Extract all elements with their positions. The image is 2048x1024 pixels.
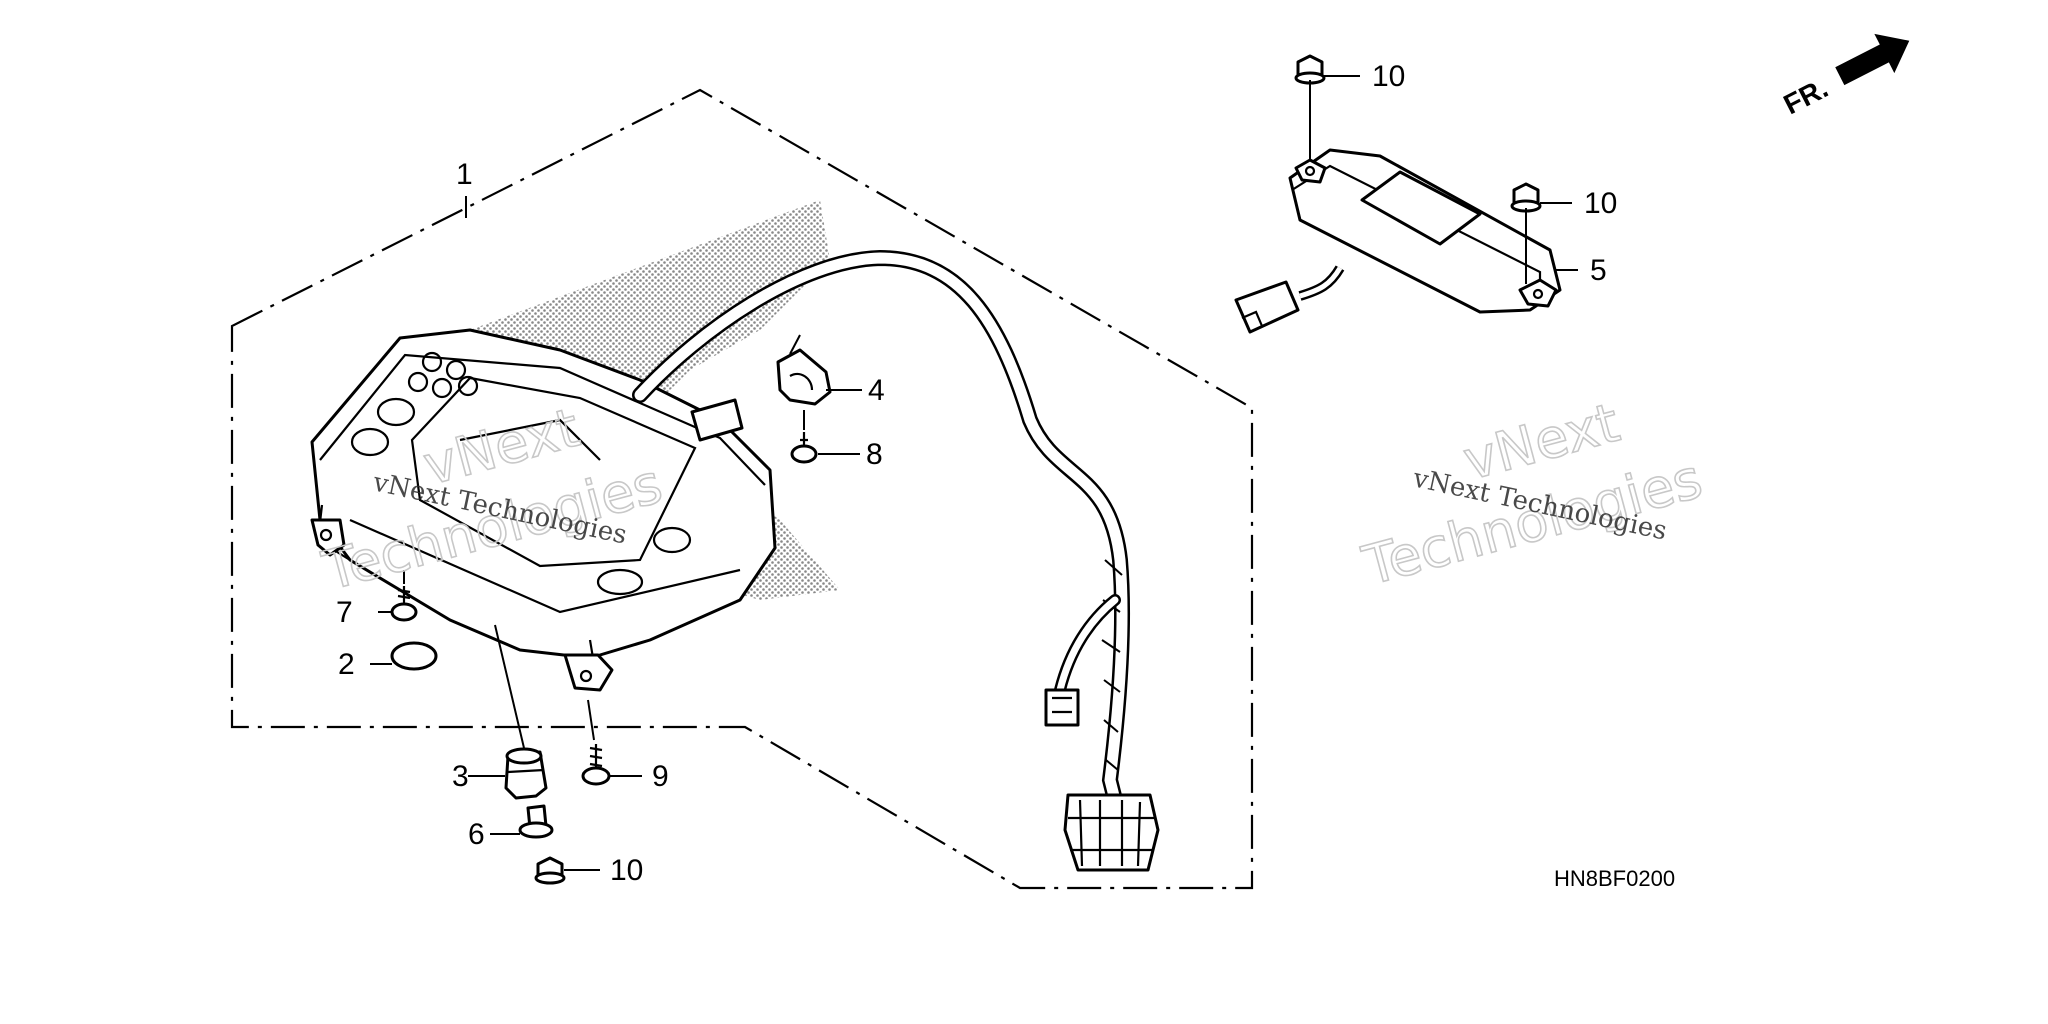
clamp[interactable]: [776, 348, 832, 406]
callout-7: 7: [336, 596, 353, 629]
watermark-right: Technologies vNext vNext Technologies: [1355, 390, 1709, 599]
control-unit[interactable]: [1234, 148, 1562, 334]
meter-assembly[interactable]: [310, 328, 777, 692]
callout-8: 8: [866, 438, 883, 471]
watermark-left: Technologies vNext vNext Technologies: [315, 395, 669, 604]
meter-display-window: [410, 376, 697, 568]
leader-lines: [370, 75, 1578, 871]
assembly-phantom-outline: [230, 88, 1254, 890]
front-arrow-icon: [1835, 33, 1910, 86]
callout-2: 2: [338, 648, 355, 681]
tapping-screw[interactable]: [581, 744, 611, 786]
callout-1: 1: [456, 158, 473, 191]
callout-4: 4: [868, 374, 885, 407]
flange-nut-right[interactable]: [1510, 182, 1542, 213]
callout-3: 3: [452, 760, 469, 793]
front-direction-indicator: FR.: [1779, 33, 1910, 120]
collar[interactable]: [518, 804, 554, 839]
screw-8[interactable]: [790, 432, 818, 464]
svg-text:FR.: FR.: [1779, 72, 1833, 120]
wire-harness[interactable]: [632, 249, 1160, 872]
callout-6: 6: [468, 818, 485, 851]
diagram-code: HN8BF0200: [1554, 866, 1675, 891]
callout-5: 5: [1590, 254, 1607, 287]
callout-10-bottom: 10: [610, 854, 643, 887]
cap[interactable]: [390, 641, 438, 671]
callout-10-right: 10: [1584, 187, 1617, 220]
callout-9: 9: [652, 760, 669, 793]
flange-nut-top[interactable]: [1294, 54, 1326, 85]
flange-nut-bottom[interactable]: [534, 856, 566, 885]
grommet[interactable]: [504, 747, 548, 800]
callout-10-top: 10: [1372, 60, 1405, 93]
